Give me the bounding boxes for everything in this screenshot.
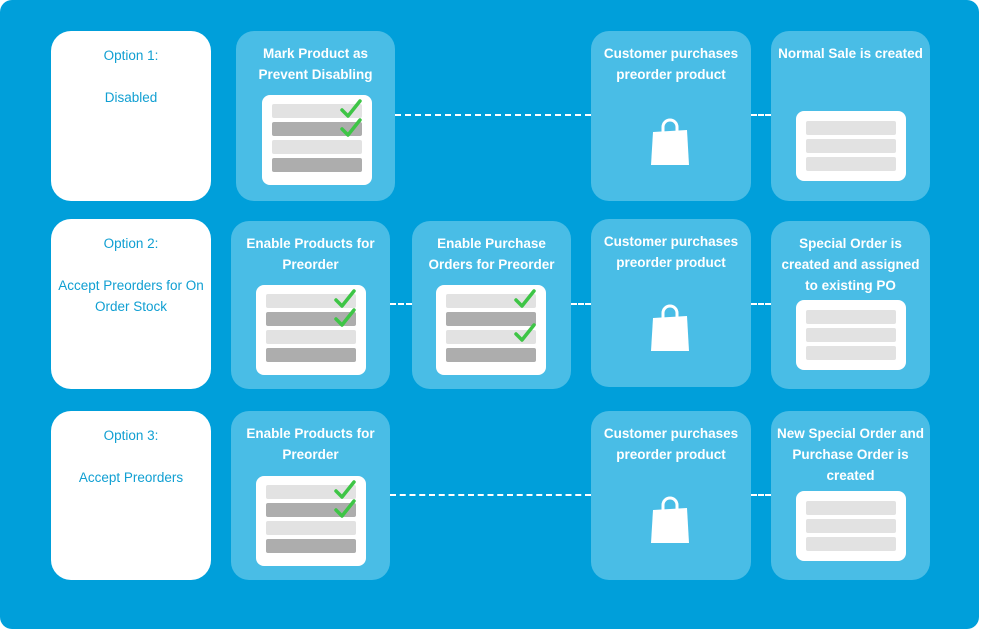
list-row (266, 330, 356, 344)
step-new-special-order-and-po-created: New Special Order and Purchase Order is … (771, 411, 930, 580)
connector-line (751, 303, 771, 305)
connector-line (751, 114, 771, 116)
step-title: Enable Products for Preorder (246, 236, 375, 272)
step-title: Enable Products for Preorder (246, 426, 375, 462)
list-row (806, 121, 896, 135)
step-title: New Special Order and Purchase Order is … (776, 426, 925, 483)
connector-line (390, 494, 591, 496)
list-row (272, 122, 362, 136)
step-title: Special Order is created and assigned to… (781, 236, 920, 293)
option-1-title: Option 1: (103, 48, 159, 63)
shopping-bag-icon (651, 496, 689, 543)
list-row (806, 157, 896, 171)
option-1-card: Option 1: Disabled (51, 31, 211, 201)
step-mark-product-prevent-disabling: Mark Product as Prevent Disabling (236, 31, 395, 201)
list-row (266, 348, 356, 362)
connector-line (390, 303, 412, 305)
list-row (806, 139, 896, 153)
option-2-name: Accept Preorders for On Order Stock (58, 278, 204, 314)
step-customer-purchases: Customer purchases preorder product (591, 411, 751, 580)
option-1-name: Disabled (104, 90, 158, 105)
list-row (806, 537, 896, 551)
list-row (446, 348, 536, 362)
connector-line (571, 303, 591, 305)
connector-line (395, 114, 591, 116)
step-customer-purchases: Customer purchases preorder product (591, 31, 751, 201)
step-enable-products-for-preorder: Enable Products for Preorder (231, 411, 390, 580)
list-row (266, 503, 356, 517)
product-list-panel (256, 476, 366, 566)
option-3-title: Option 3: (103, 428, 159, 443)
check-icon (340, 99, 362, 118)
list-row (446, 330, 536, 344)
check-icon (340, 118, 362, 137)
list-row (446, 294, 536, 308)
check-icon (334, 499, 356, 518)
option-3-name: Accept Preorders (78, 470, 184, 485)
option-2-title: Option 2: (103, 236, 159, 251)
step-title: Mark Product as Prevent Disabling (258, 46, 373, 82)
shopping-bag-icon (651, 118, 689, 165)
record-panel (796, 300, 906, 370)
step-title: Customer purchases preorder product (603, 426, 739, 462)
step-title: Enable Purchase Orders for Preorder (428, 236, 555, 272)
list-row (266, 312, 356, 326)
step-enable-products-for-preorder: Enable Products for Preorder (231, 221, 390, 389)
check-icon (334, 308, 356, 327)
connector-line (751, 494, 771, 496)
record-panel (796, 111, 906, 181)
record-panel (796, 491, 906, 561)
step-normal-sale-created: Normal Sale is created (771, 31, 930, 201)
list-row (272, 140, 362, 154)
list-row (272, 158, 362, 172)
check-icon (334, 289, 356, 308)
list-row (266, 485, 356, 499)
step-customer-purchases: Customer purchases preorder product (591, 219, 751, 387)
list-row (806, 501, 896, 515)
step-enable-purchase-orders-for-preorder: Enable Purchase Orders for Preorder (412, 221, 571, 389)
list-row (266, 294, 356, 308)
step-title: Normal Sale is created (778, 46, 923, 61)
list-row (266, 539, 356, 553)
list-row (806, 310, 896, 324)
step-title: Customer purchases preorder product (603, 46, 739, 82)
list-row (446, 312, 536, 326)
purchase-order-list-panel (436, 285, 546, 375)
list-row (806, 346, 896, 360)
option-2-card: Option 2: Accept Preorders for On Order … (51, 219, 211, 389)
product-list-panel (256, 285, 366, 375)
product-list-panel (262, 95, 372, 185)
option-3-card: Option 3: Accept Preorders (51, 411, 211, 580)
list-row (266, 521, 356, 535)
list-row (272, 104, 362, 118)
check-icon (514, 289, 536, 308)
list-row (806, 519, 896, 533)
step-special-order-assigned-to-po: Special Order is created and assigned to… (771, 221, 930, 389)
list-row (806, 328, 896, 342)
check-icon (514, 323, 536, 342)
check-icon (334, 480, 356, 499)
shopping-bag-icon (651, 304, 689, 351)
step-title: Customer purchases preorder product (603, 234, 739, 270)
